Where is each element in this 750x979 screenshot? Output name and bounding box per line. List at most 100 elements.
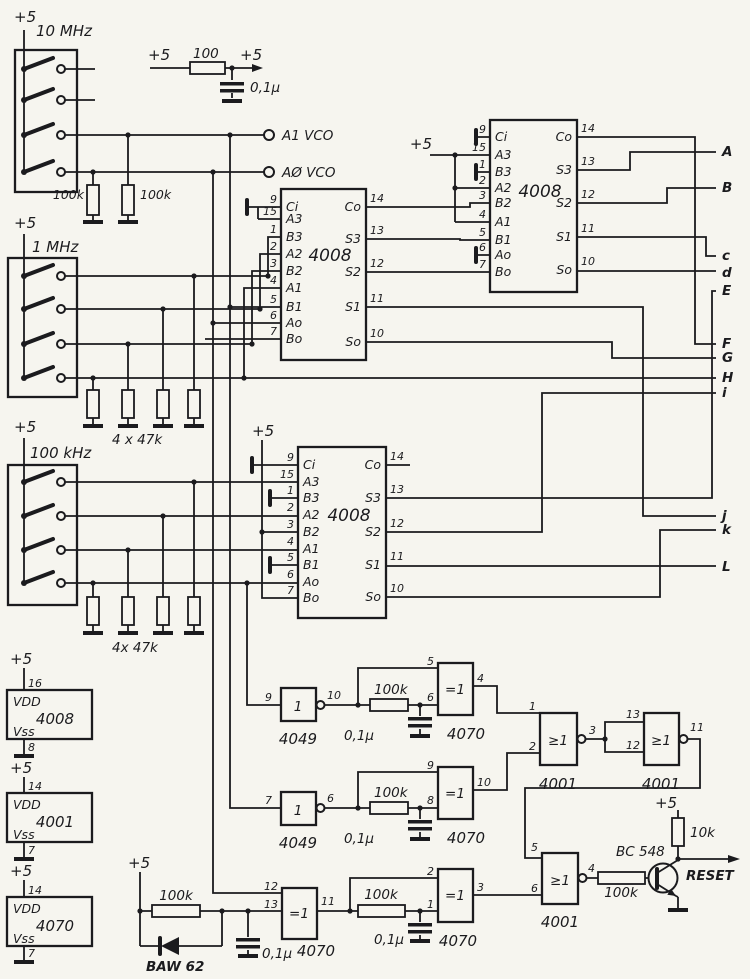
xor-body — [436, 765, 475, 821]
resistor-value: 4x 47k — [112, 640, 159, 656]
vco-label: AØ VCO — [281, 165, 336, 181]
xor-bottom-middle: =1 2 1 3 4070 100k 0,1µ — [317, 865, 542, 950]
gate-name: 4001 — [539, 775, 577, 793]
bus-letter: G — [722, 350, 733, 366]
invert-bubble — [576, 734, 587, 744]
ground — [184, 424, 204, 428]
chip-body — [5, 688, 94, 741]
gate-symbol: ≥1 — [651, 733, 671, 749]
pin-label: Vss — [13, 827, 35, 842]
pin-number: 1 — [427, 898, 434, 911]
freq-label: 100 kHz — [30, 444, 92, 462]
vco-label: A1 VCO — [281, 128, 334, 144]
resistor — [189, 61, 226, 75]
pin-label: S1 — [365, 557, 381, 572]
pin-number: 1 — [270, 223, 277, 236]
ground — [83, 631, 103, 635]
chip-body — [5, 791, 94, 844]
gate-name: 4070 — [439, 932, 477, 950]
invert-bubble — [315, 700, 326, 710]
bus-letter: L — [722, 559, 731, 575]
pin-label: B1 — [286, 299, 303, 314]
pin-label: A3 — [302, 474, 320, 489]
ground — [14, 754, 34, 758]
supply-label: +5 — [148, 46, 170, 64]
switch-bank-1mhz: +5 1 MHz 4 x 47k — [6, 214, 716, 448]
chip-name: 4001 — [36, 813, 74, 831]
pin-label: So — [365, 589, 381, 604]
ground — [153, 631, 173, 635]
resistor — [187, 389, 201, 419]
pin-number: 4 — [479, 208, 486, 221]
resistor-value: 100k — [140, 187, 172, 202]
pin-number: 11 — [321, 895, 335, 908]
pin-label: A2 — [285, 246, 303, 261]
capacitor — [408, 724, 432, 728]
resistor-value: 100 — [193, 46, 219, 62]
pin-label: S3 — [556, 162, 572, 177]
capacitor — [408, 930, 432, 934]
pin-label: A3 — [285, 211, 303, 226]
interchip-wires — [366, 202, 490, 273]
resistor — [369, 801, 409, 815]
adder-chip-2: +5 4008 9 15 1 2 3 4 5 6 7 Ci A3 B3 A2 B… — [410, 118, 595, 294]
pin-number: 9 — [265, 691, 272, 704]
transistor-label: BC 548 — [616, 844, 665, 860]
resistor — [151, 904, 201, 918]
pin-number: 15 — [280, 468, 294, 481]
pin-number: 3 — [270, 257, 277, 270]
switch-contact — [56, 304, 66, 314]
tap-wires — [212, 135, 282, 894]
switch-contact — [56, 373, 66, 383]
resistor — [86, 389, 100, 419]
pin-label: VDD — [13, 901, 41, 916]
pin-number: 2 — [287, 501, 294, 514]
pin-number: 1 — [287, 484, 294, 497]
pin-label: Ci — [303, 457, 316, 472]
pin-number: 3 — [287, 518, 294, 531]
pin-label: Co — [365, 457, 382, 472]
ground — [83, 220, 103, 224]
pin-number: 5 — [427, 655, 434, 668]
switch-lever — [22, 56, 55, 174]
invert-bubble — [678, 734, 689, 744]
chip-name: 4008 — [327, 506, 370, 526]
capacitor — [408, 717, 432, 721]
resistor — [597, 871, 646, 885]
pin-number: 1 — [479, 158, 486, 171]
ground — [83, 424, 103, 428]
oscillator-1: 1 9 10 4049 100k 0,1µ =1 5 6 4 4070 — [265, 655, 540, 748]
pin-label: B3 — [303, 490, 320, 505]
output-bus: A B c d E F G H i j k L — [366, 136, 734, 598]
pin-number: 8 — [427, 794, 434, 807]
pin-number: 6 — [427, 691, 434, 704]
pin-number: 5 — [287, 551, 294, 564]
switch-box — [13, 48, 79, 194]
pin-number: 13 — [581, 155, 595, 168]
resistor — [671, 817, 685, 847]
resistor — [121, 184, 135, 216]
wire — [586, 721, 644, 753]
gate-symbol: =1 — [289, 906, 309, 922]
ground — [238, 954, 258, 958]
supply-label: +5 — [10, 862, 32, 880]
resistor — [156, 596, 170, 626]
resistor — [121, 389, 135, 419]
pin-label: B1 — [495, 232, 512, 247]
chip-body — [488, 118, 579, 294]
pin-number: 12 — [581, 188, 595, 201]
emitter-arrow-icon — [667, 888, 676, 896]
reset-driver: ≥1 5 6 4 4001 100k +5 10k RESET BC 548 — [531, 794, 740, 931]
ground — [14, 857, 34, 861]
pin-number: 15 — [472, 141, 486, 154]
pin-number: 7 — [265, 794, 272, 807]
ground — [410, 939, 430, 943]
arrow-icon — [252, 64, 263, 72]
pin-number: 2 — [529, 740, 536, 753]
pin-number: 5 — [270, 293, 277, 306]
pin-number: 14 — [390, 450, 404, 463]
supply-label: +5 — [410, 135, 432, 153]
resistor — [369, 698, 409, 712]
pin-label: B2 — [495, 195, 512, 210]
wire — [150, 67, 252, 98]
